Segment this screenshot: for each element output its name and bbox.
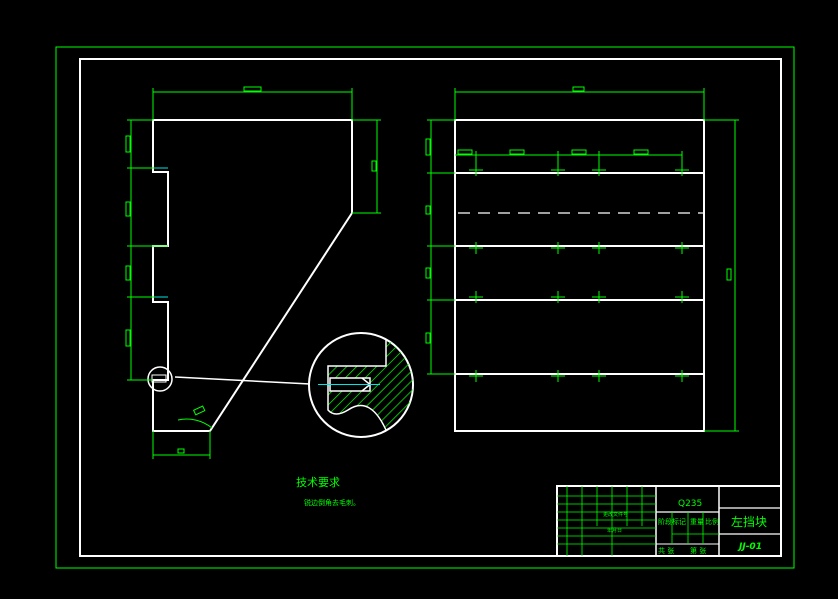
dim-left-text-3	[125, 265, 131, 281]
side-dim-holes-text-2	[509, 149, 525, 155]
detail-view	[308, 332, 414, 438]
side-dim-left-text-2	[425, 205, 431, 215]
front-view	[125, 86, 381, 459]
angle-arc	[177, 418, 213, 429]
side-dim-top-text	[572, 86, 585, 92]
dim-left-text-4	[125, 329, 131, 347]
tech-requirements: 技术要求 锐边倒角去毛刺。	[296, 476, 360, 507]
tb-ratio-label: 比例	[705, 517, 719, 526]
tb-total-label: 共 张	[658, 546, 674, 555]
side-view-outline	[454, 119, 705, 432]
tb-part-name: 左挡块	[731, 514, 767, 529]
side-dim-holes-text-4	[633, 149, 649, 155]
hole-centre-marks	[469, 164, 689, 382]
tb-drawing-no: JJ-01	[737, 542, 762, 552]
front-view-outline	[152, 119, 353, 432]
tech-requirements-note: 锐边倒角去毛刺。	[304, 498, 360, 507]
sheet-outer-border	[55, 46, 795, 569]
side-dim-left-text-4	[425, 332, 431, 344]
dim-top-text	[243, 86, 262, 92]
side-dim-right-text	[726, 268, 732, 281]
side-dim-left-text-1	[425, 138, 431, 156]
angle-label-box	[192, 405, 206, 416]
tb-revision-grid	[557, 486, 719, 556]
tb-grid-label-1: 更改文件号	[603, 511, 628, 518]
tb-process-mark-label: 阶段标记	[658, 517, 686, 526]
side-dim-holes-text-1	[457, 149, 473, 155]
detail-hole-small	[151, 374, 167, 383]
tb-weight-label: 重量	[690, 518, 704, 526]
leader-to-detail	[174, 376, 311, 385]
title-block: 更改文件号 年月日 Q235 阶段标记 重量 比例 共 张 第 张 左挡块 JJ…	[556, 485, 782, 557]
detail-circle-small	[147, 366, 173, 392]
dim-right-text	[371, 160, 377, 172]
tb-material: Q235	[678, 499, 702, 509]
title-block-frame	[556, 485, 782, 557]
drawing-frame	[79, 58, 782, 557]
tb-sheet-label: 第 张	[690, 546, 706, 555]
dim-bottom-text	[177, 448, 185, 454]
dim-left-text-2	[125, 201, 131, 217]
side-view	[425, 86, 739, 432]
tb-grid-label-2: 年月日	[607, 527, 622, 534]
side-dim-left-text-3	[425, 267, 431, 279]
side-dim-holes-text-3	[571, 149, 587, 155]
dim-left-text-1	[125, 135, 131, 153]
tech-requirements-title: 技术要求	[296, 476, 340, 489]
